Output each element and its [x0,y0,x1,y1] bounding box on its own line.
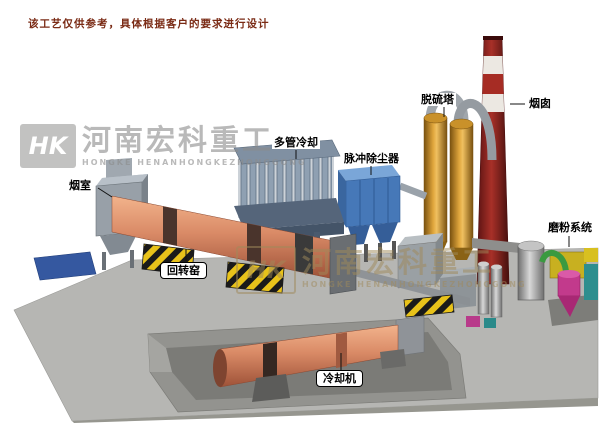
grinding-system [472,238,598,326]
kiln-tyre [247,223,261,264]
kiln-tyre [163,206,177,246]
pulse-dust-collector [338,165,428,263]
green-pipe [539,250,569,275]
silo [490,266,503,318]
smoke-chamber [95,158,148,270]
cooler-tyre [263,342,277,380]
leader-lines [97,103,570,371]
label-multi-tube-cooler: 多管冷却 [272,136,320,149]
label-cooling-machine: 冷却机 [316,370,363,387]
chimney-white-band [481,94,505,112]
chimney-white-band [483,56,503,74]
chimney [476,36,510,285]
silo [477,263,490,315]
label-pulse-dust-collector: 脉冲除尘器 [342,152,401,165]
label-grinding-system: 磨粉系统 [546,221,594,234]
label-rotary-kiln: 回转窑 [160,262,207,279]
tower-2 [449,123,474,249]
kiln-girth-gear [295,233,313,275]
label-chimney: 烟囱 [527,97,553,110]
mill-cylinder [517,245,545,301]
label-desulfurization-tower: 脱硫塔 [419,93,456,106]
tower-1 [423,117,448,243]
cooling-machine [213,315,425,402]
cooler-end [213,349,227,387]
rotary-kiln [111,195,357,295]
dust-collector-body [345,175,401,228]
disclaimer-text: 该工艺仅供参考，具体根据客户的要求进行设计 [28,18,270,30]
tower-duct [453,99,497,161]
kiln-hood [329,233,357,295]
blue-panel [33,251,97,281]
label-smoke-chamber: 烟室 [67,179,93,192]
hazard-base [403,294,455,318]
chimney-rim [483,36,503,40]
